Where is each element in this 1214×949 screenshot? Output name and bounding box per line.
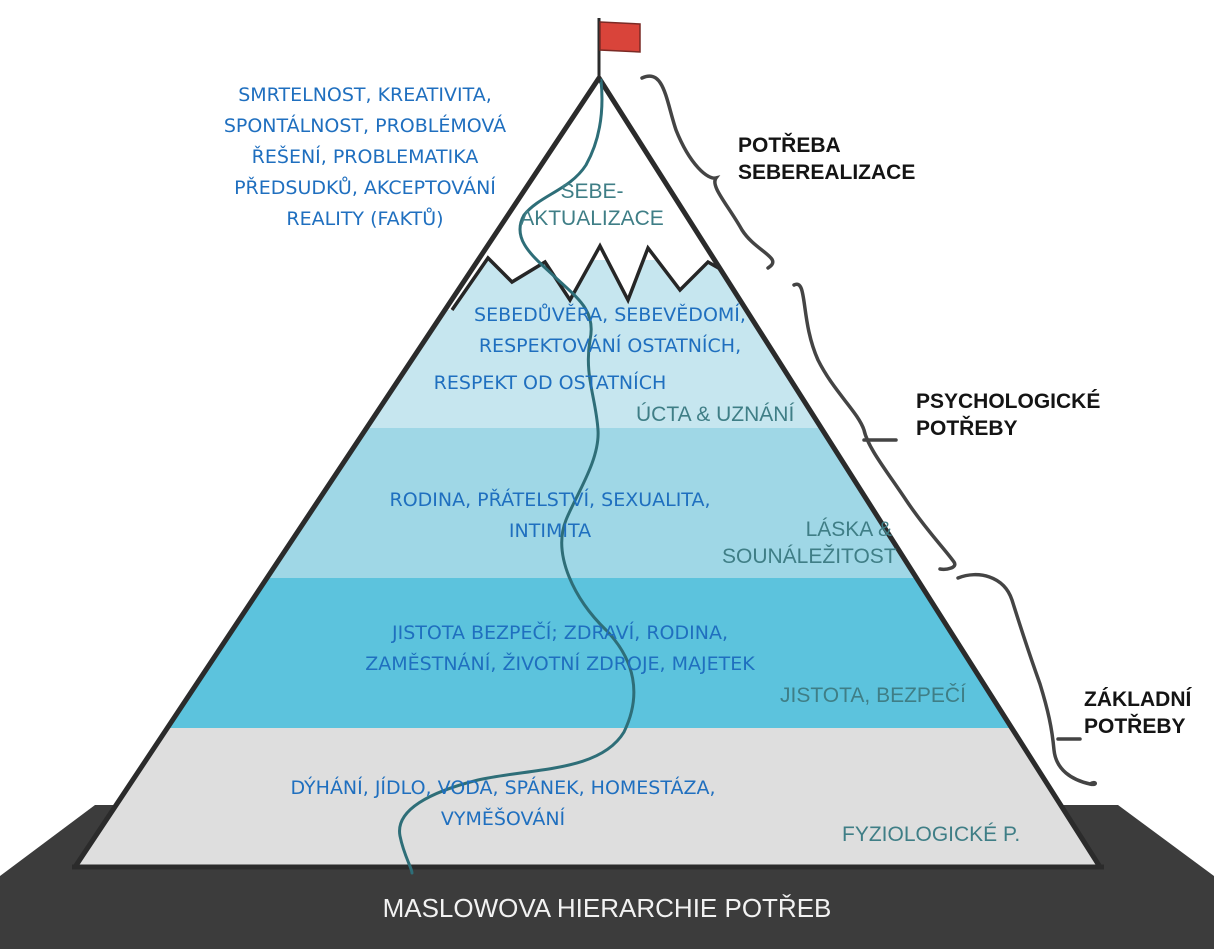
note-esteem-2: RESPEKT OD OSTATNÍCH (433, 372, 667, 394)
level-label-love: LÁSKA & SOUNÁLEŽITOST (722, 518, 897, 568)
note-love: RODINA, PŘÁTELSTVÍ, SEXUALITA, INTIMITA (389, 489, 711, 542)
level-label-esteem: ÚCTA & UZNÁNÍ (636, 403, 795, 426)
bracket-self-fulfillment (640, 74, 775, 270)
bracket-basic (956, 573, 1097, 787)
tier-physiological (75, 727, 1100, 867)
note-safety: JISTOTA BEZPEČÍ; ZDRAVÍ, RODINA, ZAMĚSTN… (365, 622, 755, 675)
level-label-self-actualization: SEBE- AKTUALIZACE (520, 180, 664, 230)
level-label-physiological: FYZIOLOGICKÉ P. (842, 823, 1021, 846)
bracket-psychological (792, 282, 957, 571)
diagram-title: MASLOWOVA HIERARCHIE POTŘEB (382, 893, 832, 923)
flag-icon (597, 18, 641, 82)
snow-line (450, 242, 744, 311)
group-label-self-fulfillment: POTŘEBA SEBEREALIZACE (738, 134, 916, 184)
mountain-trail (398, 78, 636, 875)
note-physiological: DÝHÁNÍ, JÍDLO, VODA, SPÁNEK, HOMESTÁZA, … (290, 777, 716, 830)
note-self-actualization: SMRTELNOST, KREATIVITA, SPONTÁLNOST, PRO… (223, 84, 507, 230)
level-label-safety: JISTOTA, BEZPEČÍ (780, 684, 966, 707)
group-label-psychological: PSYCHOLOGICKÉ POTŘEBY (916, 390, 1101, 440)
group-label-basic: ZÁKLADNÍ POTŘEBY (1084, 688, 1192, 738)
note-esteem-1: SEBEDŮVĚRA, SEBEVĚDOMÍ, RESPEKTOVÁNÍ OST… (474, 304, 746, 357)
